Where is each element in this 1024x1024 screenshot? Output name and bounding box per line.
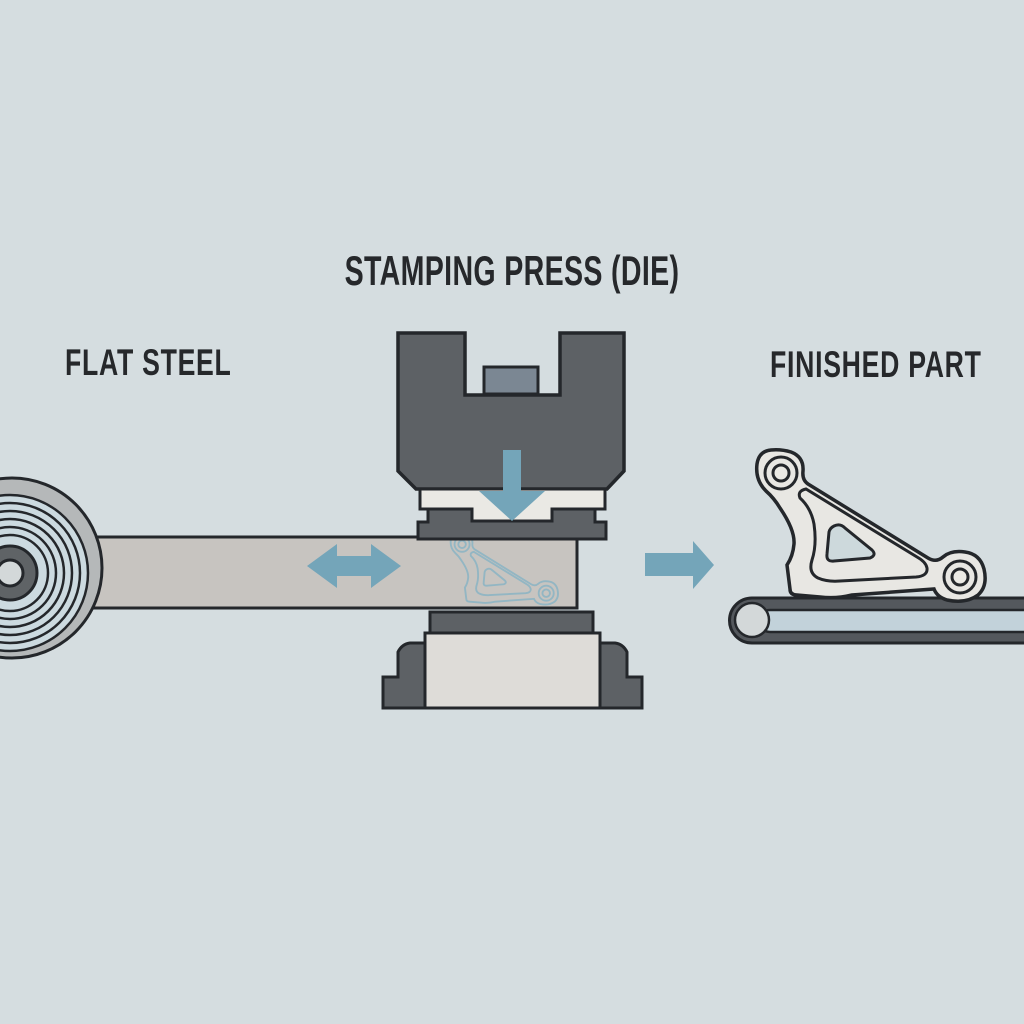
lower-die-right-wing <box>598 641 644 710</box>
part-bushing-hole <box>950 567 970 587</box>
ghost-body-outline <box>449 532 559 606</box>
coil-center-hole <box>0 558 25 588</box>
press-down-arrow-icon <box>479 450 545 521</box>
part-bushing-hole <box>771 463 791 483</box>
press-top-notch-block <box>482 365 540 396</box>
finished-part-label: FINISHED PART <box>770 344 982 385</box>
steel-coil <box>0 476 104 660</box>
ghost-triangle-hole <box>482 567 507 587</box>
flat-steel-label: FLAT STEEL <box>65 342 232 383</box>
lower-die-left-wing <box>381 641 427 710</box>
ghost-bushing-hole <box>541 588 551 598</box>
punch-die <box>416 507 608 541</box>
part-ghost-outline <box>449 532 559 606</box>
output-right-arrow-icon <box>645 541 714 589</box>
ghost-inner-rim <box>469 550 532 597</box>
part-body <box>754 448 987 603</box>
belt-roller <box>733 601 771 639</box>
steel-strip <box>38 535 579 610</box>
conveyor-belt <box>728 596 1024 645</box>
lower-die-block <box>423 631 602 710</box>
part-triangle-hole <box>825 523 876 563</box>
press-label: STAMPING PRESS (DIE) <box>344 247 680 294</box>
ghost-bushing-ring <box>537 584 555 602</box>
feed-left-right-arrow-icon <box>307 544 401 588</box>
ghost-bushing-hole <box>457 539 467 550</box>
press-ram-body <box>396 331 626 491</box>
lower-die-top-bar <box>428 610 595 635</box>
part-inner-rim <box>797 487 929 583</box>
finished-part <box>754 448 987 603</box>
belt-inner <box>757 608 1024 634</box>
